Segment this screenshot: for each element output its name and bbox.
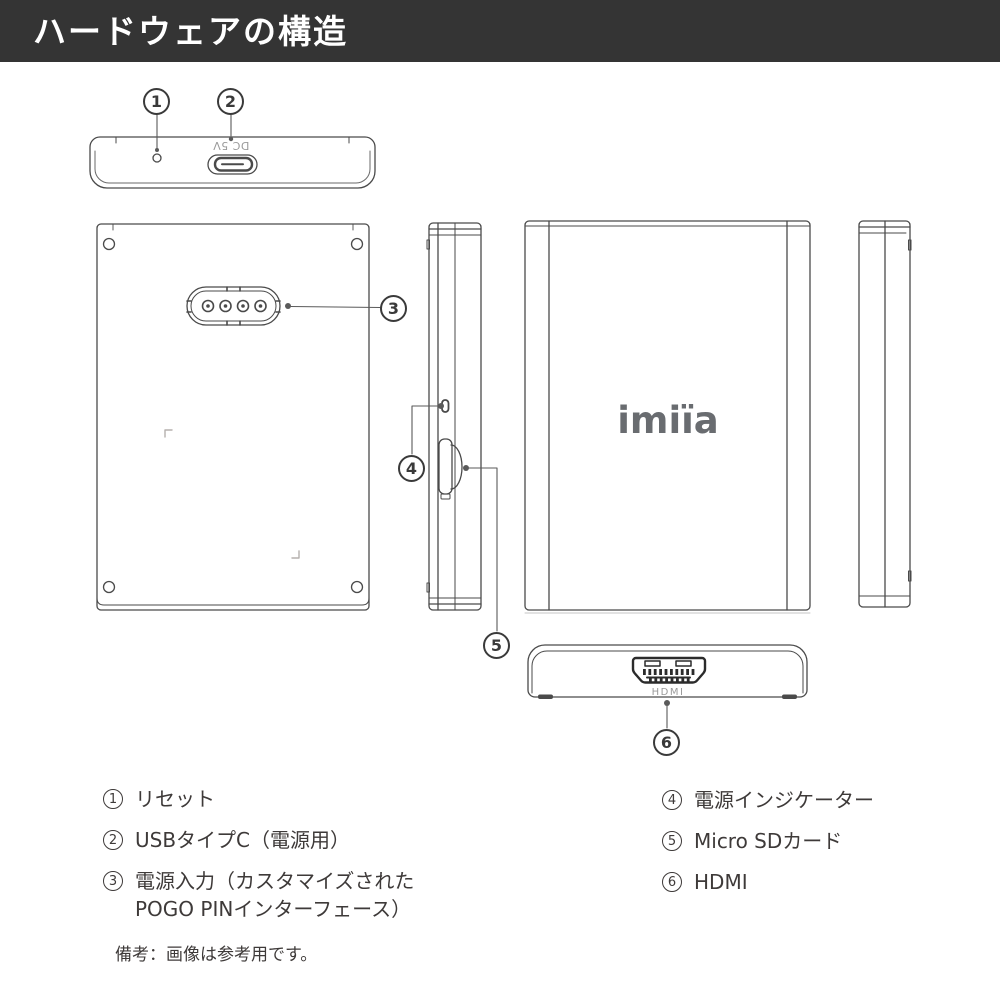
hdmi-port-icon (631, 656, 707, 684)
callout-2-usb-c: 2 (217, 88, 244, 115)
legend-item-hdmi: 6 HDMI (662, 868, 874, 896)
legend-number: 2 (103, 830, 123, 850)
usb-power-label: DC 5V (213, 139, 250, 152)
left-side-view (426, 222, 482, 611)
brand-logo: imiïa (617, 399, 719, 442)
screw-icon (102, 237, 364, 594)
reset-hole-icon (152, 153, 162, 163)
callout-1-reset: 1 (143, 88, 170, 115)
label-corner-mark (164, 429, 173, 438)
usb-c-port-icon (207, 154, 258, 175)
legend-item-micro-sd: 5 Micro SDカード (662, 827, 874, 855)
label-corner-mark (291, 550, 300, 559)
legend-item-power-input: 3 電源入力（カスタマイズされた POGO PINインターフェース） (103, 867, 414, 923)
legend-label: HDMI (694, 870, 748, 894)
page-header: ハードウェアの構造 (0, 0, 1000, 62)
reference-note: 備考：画像は参考用です。 (115, 945, 318, 965)
callout-4-power-indicator: 4 (398, 455, 425, 482)
legend-item-usb-c: 2 USBタイプC（電源用） (103, 826, 414, 854)
legend-column-left: 1 リセット 2 USBタイプC（電源用） 3 電源入力（カスタマイズされた P… (103, 785, 414, 923)
legend-label: リセット (135, 787, 215, 811)
callout-6-hdmi: 6 (653, 729, 680, 756)
sd-card-slot-icon (438, 438, 463, 500)
front-view: imiïa (524, 220, 811, 614)
legend-column-right: 4 電源インジケーター 5 Micro SDカード 6 HDMI (662, 786, 874, 896)
legend-number: 1 (103, 789, 123, 809)
legend-label: USBタイプC（電源用） (135, 828, 351, 852)
bottom-view: HDMI (527, 644, 808, 699)
legend-number: 4 (662, 790, 682, 810)
page-title: ハードウェアの構造 (33, 11, 348, 51)
right-side-view (858, 220, 912, 608)
back-view (96, 223, 370, 611)
legend-label: Micro SDカード (694, 829, 843, 853)
legend-number: 5 (662, 831, 682, 851)
legend-label: 電源入力（カスタマイズされた POGO PINインターフェース） (135, 869, 415, 921)
top-view: DC 5V (89, 136, 376, 189)
legend-number: 6 (662, 872, 682, 892)
hdmi-port-label: HDMI (652, 687, 685, 698)
legend-item-power-indicator: 4 電源インジケーター (662, 786, 874, 814)
leader-lines (155, 113, 670, 729)
legend-item-reset: 1 リセット (103, 785, 414, 813)
callout-5-micro-sd: 5 (483, 632, 510, 659)
callout-3-pogo-pin: 3 (380, 295, 407, 322)
legend-number: 3 (103, 871, 123, 891)
pogo-pin-connector-icon (186, 286, 281, 326)
legend-label: 電源インジケーター (694, 788, 874, 812)
